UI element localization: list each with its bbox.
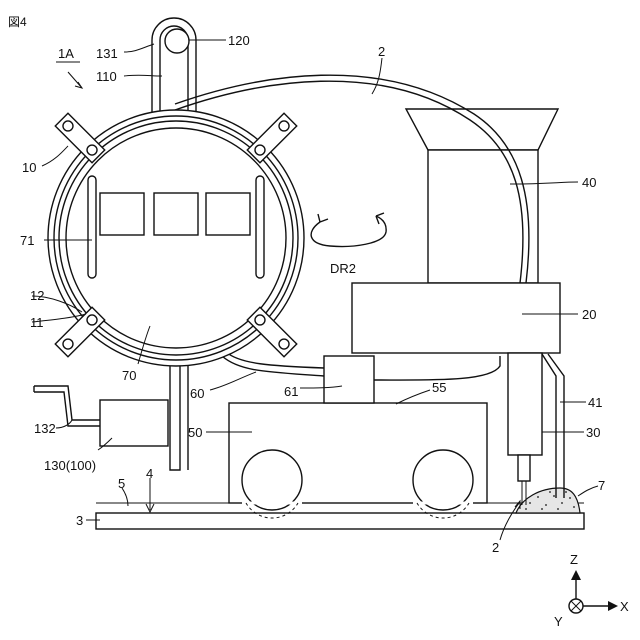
label-20: 20 [582,307,596,322]
label-131: 131 [96,46,118,61]
axis-label-y: Y [554,614,563,629]
axis-label-x: X [620,599,629,614]
label-120: 120 [228,33,250,48]
hopper-40 [406,109,558,283]
label-70: 70 [122,368,136,383]
figure-title: 図4 [8,15,27,29]
label-10: 10 [22,160,36,175]
label-7: 7 [598,478,605,493]
axis-label-z: Z [570,552,578,567]
label-130-100: 130(100) [44,458,96,473]
label-55: 55 [432,380,446,395]
label-4: 4 [146,466,153,481]
label-71: 71 [20,233,34,248]
label-60: 60 [190,386,204,401]
label-3: 3 [76,513,83,528]
axes-glyph [569,570,618,613]
label-40: 40 [582,175,596,190]
tube-41 [542,354,564,498]
post-61 [324,356,374,403]
label-12: 12 [30,288,44,303]
label-110: 110 [96,69,117,84]
label-2-top: 2 [378,44,385,59]
label-2-bottom: 2 [492,540,499,555]
label-30: 30 [586,425,600,440]
cart-50 [229,403,487,518]
unit-20 [352,283,560,353]
label-41: 41 [588,395,602,410]
label-11: 11 [30,315,44,330]
motor-130 [34,386,168,446]
label-dr2: DR2 [330,261,356,276]
label-50: 50 [188,425,202,440]
nozzle-30 [508,353,542,505]
label-61: 61 [284,384,298,399]
label-132: 132 [34,421,56,436]
label-5: 5 [118,476,125,491]
rotation-arrow-dr2 [311,213,386,246]
pulley-120 [165,29,189,53]
label-1a: 1A [58,46,74,61]
